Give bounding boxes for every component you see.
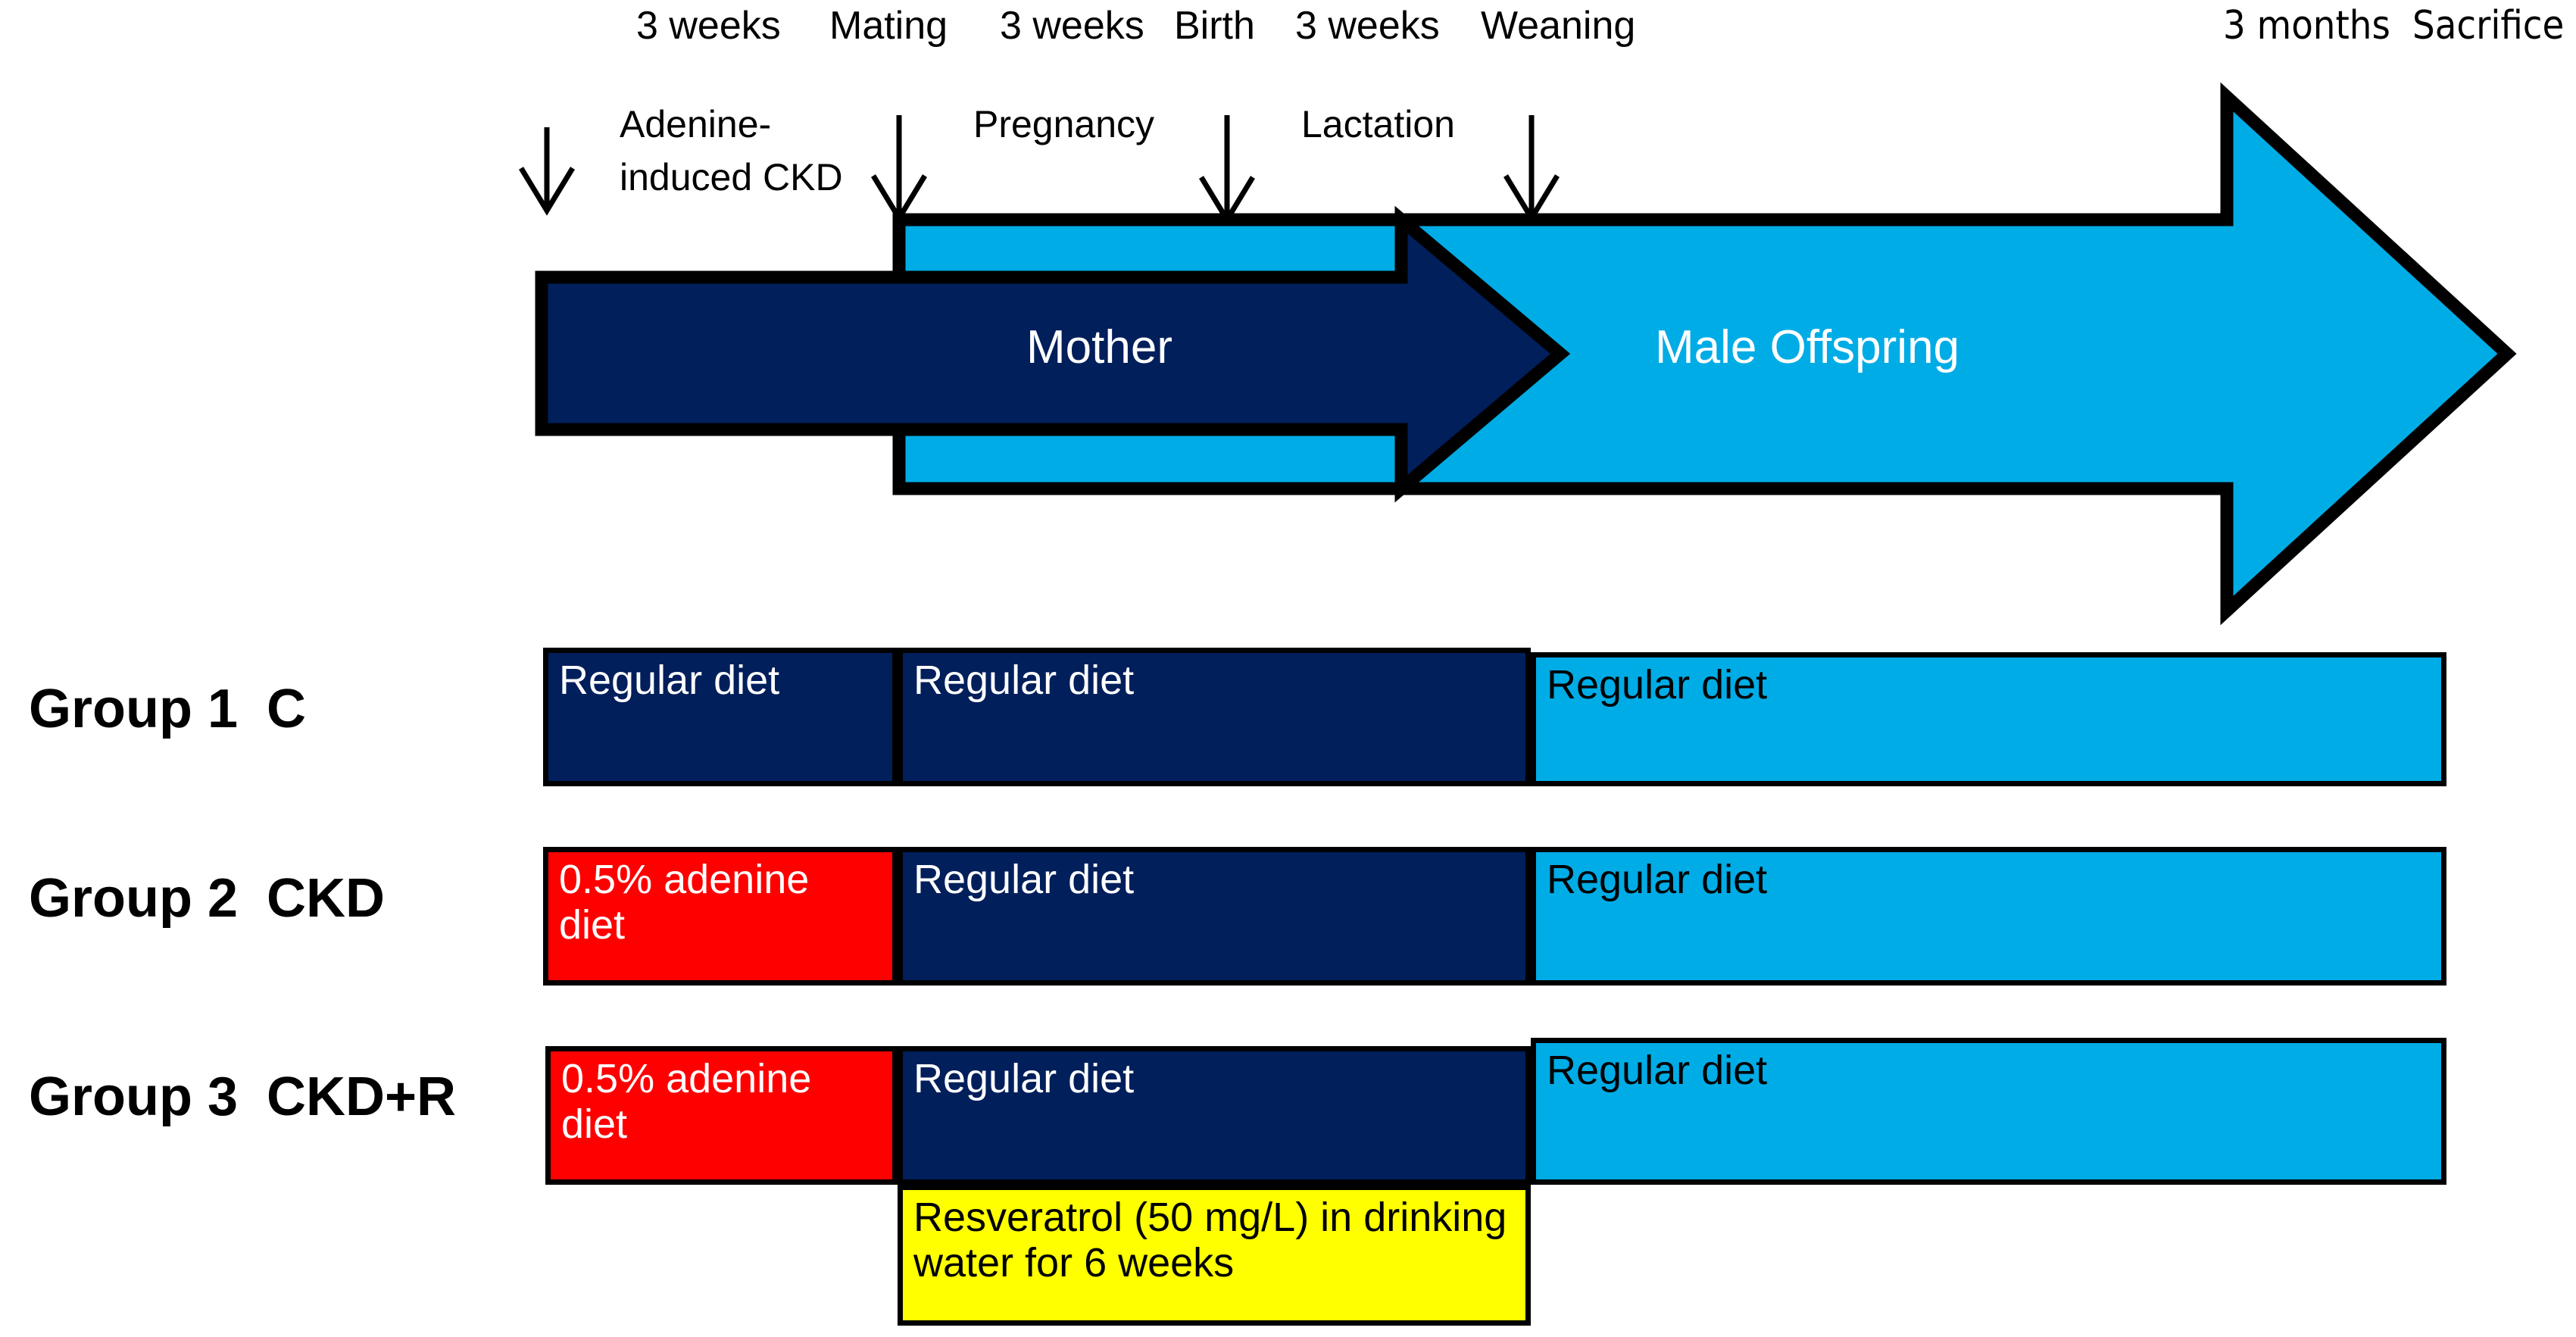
group-name-1: Group 1: [29, 679, 239, 739]
timeline-event-weaning: Weaning: [1481, 4, 1636, 48]
group-label-3: Group 3 CKD+R: [29, 1070, 456, 1124]
timeline-event-3-weeks: 3 weeks: [636, 4, 781, 48]
timeline-event-3-weeks: 3 weeks: [1295, 4, 1440, 48]
diet-box-group1-pre-mating: Regular diet: [543, 648, 898, 786]
timeline-phase-adenine-: Adenine-: [620, 103, 772, 145]
diet-box-group2-offspring: Regular diet: [1531, 847, 2446, 986]
diet-box-group3-pre-mating: 0.5% adenine diet: [545, 1046, 898, 1185]
group-label-1: Group 1 C: [29, 682, 306, 736]
group-label-2: Group 2 CKD: [29, 871, 385, 926]
mother-arrow: [535, 205, 1571, 503]
diet-box-group2-gestation: Regular diet: [898, 847, 1531, 986]
tick-arrow-weaning: [1503, 115, 1560, 223]
diet-box-group3-gestation: Regular diet: [898, 1046, 1531, 1185]
diet-box-group3-offspring: Regular diet: [1531, 1038, 2446, 1185]
timeline-event-3-weeks: 3 weeks: [1000, 4, 1144, 48]
group-code-1: C: [267, 679, 307, 739]
timeline-event-birth: Birth: [1174, 4, 1255, 48]
tick-arrows: [519, 115, 1560, 225]
group-code-2: CKD: [267, 868, 386, 929]
group-name-3: Group 3: [29, 1067, 239, 1127]
tick-arrow-mating: [871, 115, 927, 223]
diet-box-group1-offspring: Regular diet: [1531, 652, 2446, 786]
timeline-arrow-diagram: [519, 82, 2517, 626]
timeline-event-3-months: 3 months: [2223, 3, 2390, 48]
group-name-2: Group 2: [29, 868, 239, 929]
timeline-phase-lactation: Lactation: [1301, 103, 1455, 145]
mother-arrow-label: Mother: [1026, 321, 1172, 373]
timeline-phase-pregnancy: Pregnancy: [973, 103, 1155, 145]
tick-arrow-3-weeks-1: [519, 127, 575, 216]
timeline-event-mating: Mating: [829, 4, 948, 48]
diet-box-group3-treatment: Resveratrol (50 mg/L) in drinking water …: [898, 1185, 1531, 1326]
tick-arrow-birth: [1199, 115, 1255, 225]
male-offspring-arrow-label: Male Offspring: [1655, 321, 1960, 373]
male-offspring-arrow: [892, 82, 2517, 626]
group-code-3: CKD+R: [267, 1067, 457, 1127]
timeline-phase-induced-ckd: induced CKD: [620, 156, 843, 198]
diet-box-group1-gestation: Regular diet: [898, 648, 1531, 786]
diet-box-group2-pre-mating: 0.5% adenine diet: [543, 847, 898, 986]
timeline-event-sacrifice: Sacrifice: [2412, 3, 2565, 48]
